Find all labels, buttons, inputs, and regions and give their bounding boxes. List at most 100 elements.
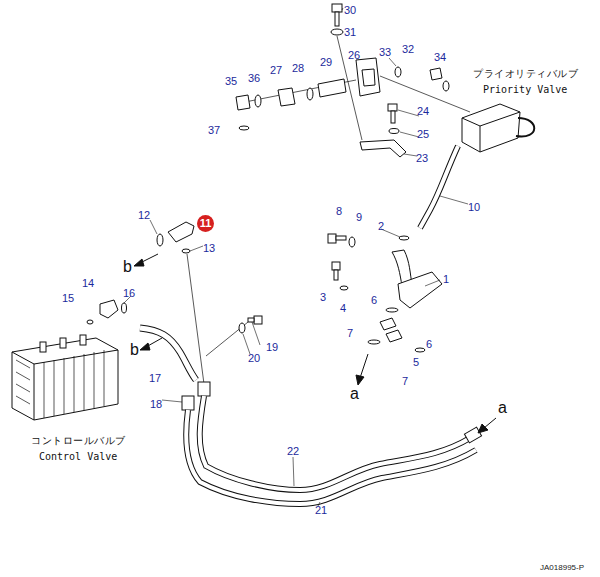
- elbow-fitting: [168, 222, 194, 242]
- o-ring: [87, 320, 93, 324]
- callout-number: 25: [417, 128, 429, 140]
- o-ring: [255, 95, 261, 107]
- o-ring: [443, 81, 449, 91]
- callout-number: 2: [378, 220, 384, 232]
- valve-pipe: [516, 118, 534, 136]
- callout-number: 27: [270, 64, 282, 76]
- component-name: Priority Valve: [483, 84, 567, 95]
- callout-number: 5: [413, 356, 419, 368]
- hose: [200, 396, 470, 490]
- nut: [278, 88, 295, 106]
- bolt-head: [332, 4, 342, 12]
- callout-number: 8: [336, 205, 342, 217]
- bolt-shaft: [336, 236, 346, 240]
- o-ring: [182, 249, 190, 253]
- bolt-shaft: [334, 270, 338, 280]
- washer: [389, 129, 399, 134]
- callout-number: 33: [379, 46, 391, 58]
- callout-number: 31: [344, 26, 356, 38]
- callout-number: 29: [320, 56, 332, 68]
- o-ring: [307, 88, 313, 100]
- fitting: [236, 95, 250, 110]
- callout-number: 9: [356, 211, 362, 223]
- callout-number: 32: [402, 43, 414, 55]
- callout-number: 20: [248, 352, 260, 364]
- highlighted-callout: 11: [197, 215, 214, 232]
- callout-number: 18: [150, 398, 162, 410]
- valve-block: [356, 58, 380, 96]
- component-name: Control Valve: [39, 451, 117, 462]
- priority-valve: [462, 104, 520, 152]
- component-name: コントロールバルブ: [31, 434, 126, 448]
- o-ring: [122, 303, 127, 313]
- connection-letter: a: [350, 385, 359, 403]
- callout-number: 16: [123, 287, 135, 299]
- callout-number: 30: [344, 4, 356, 16]
- callout-number: 7: [402, 375, 408, 387]
- callout-number: 6: [426, 338, 432, 350]
- callout-number: 3: [320, 291, 326, 303]
- callout-number: 17: [149, 372, 161, 384]
- callout-number: 7: [347, 327, 353, 339]
- hose-fitting: [198, 382, 210, 396]
- fitting: [430, 68, 442, 80]
- hose-core: [200, 396, 470, 490]
- hose-fitting: [464, 427, 481, 443]
- split-flange: [386, 330, 402, 342]
- washer: [331, 29, 343, 35]
- callout-number: 15: [62, 292, 74, 304]
- hose: [186, 410, 476, 504]
- callout-number: 13: [203, 242, 215, 254]
- bolt-head: [254, 316, 262, 324]
- valve-face: [362, 69, 375, 86]
- bolt-head: [328, 234, 336, 243]
- component-name: プライオリティバルブ: [473, 67, 578, 81]
- drawing-code: JA018995-P: [540, 563, 584, 572]
- callout-number: 34: [434, 51, 446, 63]
- callout-number: 14: [82, 277, 94, 289]
- callout-number: 4: [340, 302, 346, 314]
- tube: [318, 79, 346, 97]
- connection-letter: a: [498, 399, 507, 417]
- leader-lines: [124, 8, 468, 506]
- pipe-core: [140, 328, 196, 380]
- callout-number: 28: [292, 62, 304, 74]
- o-ring: [395, 67, 401, 77]
- bolt-head: [332, 262, 340, 270]
- washer: [349, 237, 355, 247]
- callout-number: 35: [225, 75, 237, 87]
- control-valve: [12, 335, 118, 420]
- callout-number: 36: [248, 72, 260, 84]
- callout-number: 23: [416, 152, 428, 164]
- callout-number: 22: [287, 445, 299, 457]
- o-ring: [239, 126, 249, 130]
- callout-number: 12: [138, 209, 150, 221]
- callout-number: 19: [266, 341, 278, 353]
- callout-number: 26: [348, 49, 360, 61]
- connection-letter: b: [123, 258, 132, 276]
- callout-number: 21: [315, 504, 327, 516]
- washer: [340, 286, 348, 290]
- o-ring: [415, 348, 425, 352]
- callout-number: 10: [468, 201, 480, 213]
- o-ring: [368, 340, 380, 344]
- callout-number: 24: [417, 105, 429, 117]
- o-ring: [157, 234, 163, 246]
- callout-number: 37: [208, 124, 220, 136]
- hose-fitting: [182, 396, 194, 410]
- callout-number: 1: [443, 273, 449, 285]
- direction-arrows: [134, 254, 496, 433]
- split-flange: [380, 318, 396, 330]
- valve-edge: [462, 112, 520, 152]
- connection-letter: b: [130, 341, 139, 359]
- bracket: [360, 140, 406, 157]
- assembly-line: [206, 322, 248, 356]
- bolt-head: [388, 104, 397, 111]
- flange-block: [398, 272, 442, 308]
- callout-number: 6: [371, 294, 377, 306]
- bolt-shaft: [335, 12, 339, 26]
- o-ring: [399, 236, 409, 240]
- bolt-shaft: [248, 318, 254, 322]
- pipe: [140, 328, 196, 380]
